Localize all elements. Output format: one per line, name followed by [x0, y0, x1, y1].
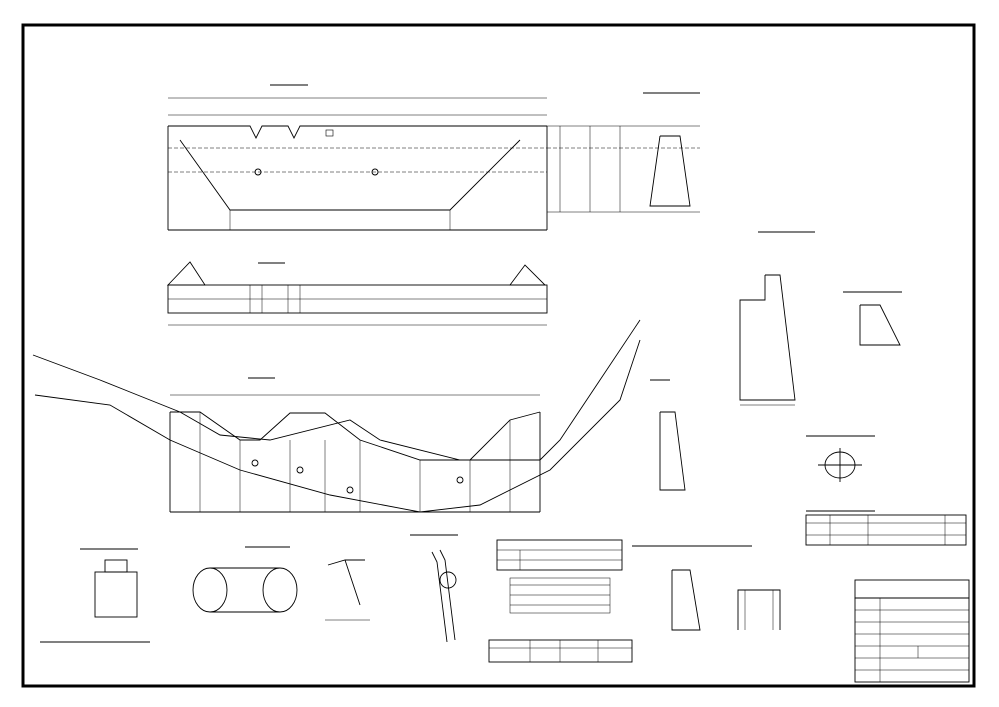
longitudinal-marker-4 [456, 476, 464, 484]
wing-outline [859, 304, 901, 346]
excavation-line [34, 339, 641, 513]
longitudinal-marker-2 [296, 466, 304, 474]
anchor-detail [325, 559, 370, 621]
drain-hole-detail [806, 435, 875, 482]
plan-left-wing [166, 261, 206, 286]
title-block-header [854, 579, 970, 599]
quantity-table [488, 639, 633, 663]
title-block [854, 579, 970, 683]
section-view [547, 92, 700, 213]
pile-detail [410, 534, 458, 643]
structure-top-line [170, 411, 541, 461]
wing-detail [843, 291, 902, 346]
step-wall-outline [671, 569, 701, 631]
anchor-rod [344, 559, 361, 606]
longitudinal-marker-3 [346, 486, 354, 494]
pile-ring [439, 571, 457, 589]
wall-section-view [650, 379, 686, 491]
step-ladder-frame [737, 589, 781, 630]
elevation-drain-hole-2 [371, 168, 379, 176]
joint-left-end [192, 567, 228, 613]
section-wall-outline [649, 135, 691, 207]
sheet-border [21, 23, 976, 688]
drain-table-frame [805, 514, 967, 546]
original-ground-line [32, 319, 641, 461]
pile-shaft [439, 549, 456, 641]
footing-cap [104, 559, 128, 573]
quantity-table-frame [488, 639, 633, 663]
step-detail [632, 545, 781, 631]
upright-detail [739, 231, 815, 406]
upright-outline [739, 274, 796, 401]
footing-block [94, 571, 138, 618]
longitudinal-marker-1 [251, 459, 259, 467]
drain-calc-table [805, 510, 967, 546]
elevation-view [167, 84, 548, 231]
material-table-frame [496, 539, 623, 571]
footing-detail [40, 548, 150, 643]
longitudinal-section [32, 319, 641, 513]
elevation-drain-hole-1 [254, 168, 262, 176]
joint-detail [192, 546, 298, 613]
elevation-crest-line [168, 125, 547, 140]
plan-view [166, 261, 548, 326]
plan-right-wing [509, 264, 547, 286]
elevation-marker [325, 129, 334, 137]
title-block-body [854, 597, 970, 683]
pile-shaft-inner [431, 551, 448, 643]
joint-right-end [262, 567, 298, 613]
elevation-inner-outline [179, 139, 521, 211]
wall-section-outline [659, 411, 686, 491]
rebar-diagram-box [509, 577, 611, 614]
material-table [496, 539, 623, 614]
